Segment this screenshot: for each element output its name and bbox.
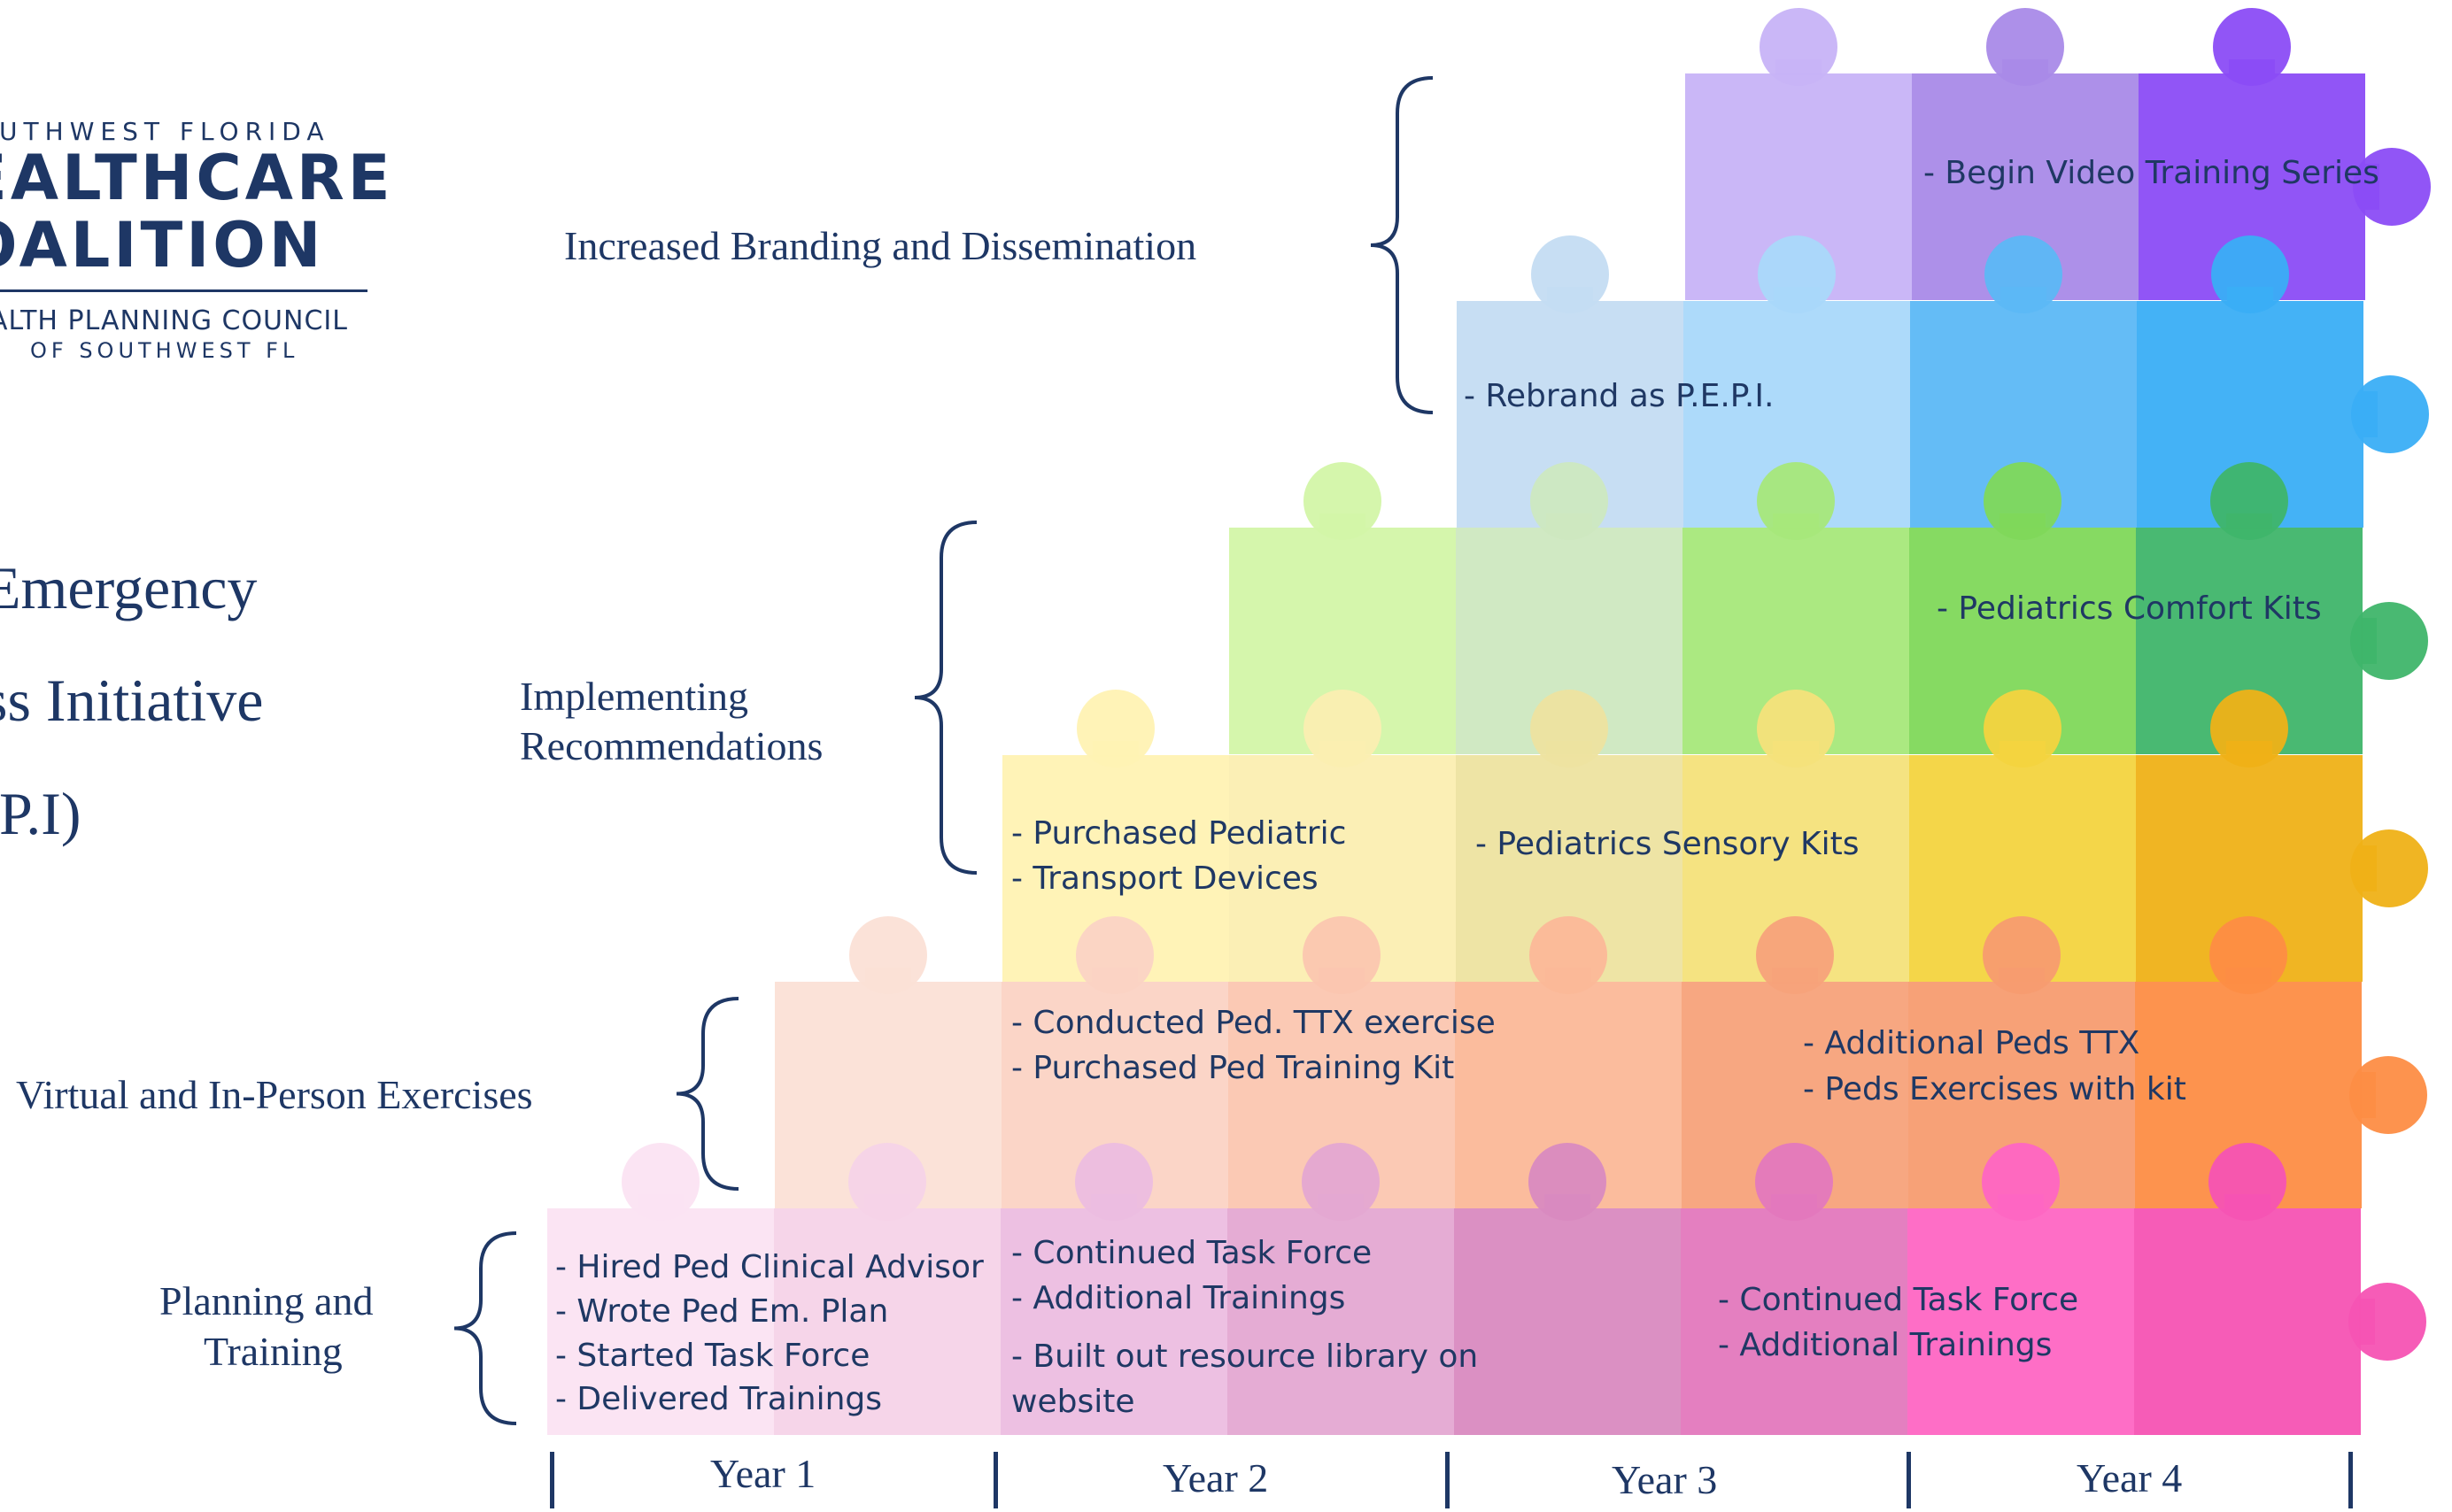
puzzle-tab-neck [1773, 513, 1819, 529]
note-comfort-kits: - Pediatrics Comfort Kits [1937, 590, 2322, 627]
note-transport-1: - Purchased Pediatric [1011, 815, 1347, 852]
puzzle-tab-neck [2363, 164, 2379, 210]
note-video-training: - Begin Video Training Series [1923, 155, 2379, 191]
year-divider [1907, 1452, 1911, 1508]
puzzle-tab-neck [2000, 513, 2046, 529]
puzzle-tab-neck [1774, 287, 1820, 303]
note-year2-1: - Continued Task Force [1011, 1235, 1373, 1271]
year-label-3: Year 3 [1612, 1457, 1718, 1502]
note-year3-2: - Additional Trainings [1718, 1327, 2053, 1363]
puzzle-tab-neck [1998, 1194, 2044, 1210]
puzzle-tab-neck [1091, 1194, 1137, 1210]
puzzle-tab-neck [2000, 287, 2046, 303]
puzzle-tab-neck [2360, 1072, 2376, 1118]
note-sensory-kits: - Pediatrics Sensory Kits [1475, 826, 1860, 862]
puzzle-tab-neck [1318, 1194, 1364, 1210]
puzzle-tab-neck [1547, 287, 1593, 303]
year-divider [550, 1452, 554, 1508]
puzzle-tab-neck [2362, 391, 2378, 437]
note-year1-2: - Wrote Ped Em. Plan [555, 1293, 889, 1330]
puzzle-piece [1454, 1208, 1681, 1435]
note-ttx-2: - Purchased Ped Training Kit [1011, 1050, 1455, 1086]
note-year2-2: - Additional Trainings [1011, 1280, 1346, 1316]
puzzle-piece [547, 1208, 774, 1435]
puzzle-tab-neck [1319, 741, 1365, 757]
puzzle-tab-neck [2000, 741, 2046, 757]
puzzle-tab-neck [1772, 968, 1818, 984]
title-line-1: Emergency [0, 554, 258, 621]
bracket-exercises [676, 997, 739, 1191]
title-line-2: ss Initiative [0, 667, 264, 734]
puzzle-tab-neck [2361, 618, 2377, 664]
puzzle-tab-neck [2361, 845, 2377, 891]
title-line-3: .P.I) [0, 780, 81, 847]
logo-line-4: ALTH PLANNING COUNCIL [0, 305, 348, 336]
note-year3-1: - Continued Task Force [1718, 1282, 2079, 1318]
category-planning-line-2: Training [204, 1329, 343, 1374]
year-label-2: Year 2 [1163, 1455, 1269, 1500]
year-divider [994, 1452, 998, 1508]
puzzle-piece [1227, 1208, 1454, 1435]
note-year1-4: - Delivered Trainings [555, 1381, 883, 1417]
category-implementing-line-1: Implementing [520, 674, 749, 719]
bracket-implementing [914, 521, 978, 875]
note-year1-1: - Hired Ped Clinical Advisor [555, 1249, 984, 1285]
puzzle-tab-neck [2002, 59, 2048, 75]
category-implementing-line-2: Recommendations [520, 723, 824, 768]
puzzle-tab-neck [1773, 741, 1819, 757]
note-rebrand: - Rebrand as P.E.P.I. [1464, 378, 1775, 414]
puzzle-tab-neck [1319, 968, 1365, 984]
note-transport-2: - Transport Devices [1011, 860, 1319, 897]
puzzle-tab-neck [1092, 968, 1138, 984]
year-divider [2348, 1452, 2353, 1508]
logo-line-3: OALITION [0, 209, 325, 282]
year-label-4: Year 4 [2077, 1455, 2183, 1500]
puzzle-tab-neck [864, 1194, 910, 1210]
puzzle-tab-neck [2226, 741, 2272, 757]
puzzle-tab-neck [1771, 1194, 1817, 1210]
category-branding: Increased Branding and Dissemination [564, 223, 1197, 268]
logo-line-2: EALTHCARE [0, 142, 394, 214]
note-year1-3: - Started Task Force [555, 1338, 870, 1374]
note-peds-ttx-2: - Peds Exercises with kit [1803, 1071, 2186, 1107]
puzzle-tab-neck [2227, 287, 2273, 303]
puzzle-tab-neck [1546, 513, 1592, 529]
logo-line-1: OUTHWEST FLORIDA [0, 117, 330, 146]
bracket-branding [1370, 76, 1434, 414]
puzzle-tab-neck [1545, 968, 1591, 984]
note-ttx-1: - Conducted Ped. TTX exercise [1011, 1005, 1496, 1041]
note-year2-3: - Built out resource library on [1011, 1338, 1479, 1375]
puzzle-piece [774, 1208, 1001, 1435]
puzzle-tab-neck [2225, 968, 2271, 984]
puzzle-tab-neck [2224, 1194, 2270, 1210]
puzzle-tab-neck [2359, 1299, 2375, 1345]
year-label-1: Year 1 [710, 1451, 816, 1496]
puzzle-tab-neck [1546, 741, 1592, 757]
puzzle-tab-neck [2229, 59, 2275, 75]
puzzle-tab-neck [1999, 968, 2045, 984]
year-divider [1445, 1452, 1450, 1508]
puzzle-tab-neck [865, 968, 911, 984]
note-year2-4: website [1011, 1384, 1135, 1420]
puzzle-piece [1001, 1208, 1227, 1435]
puzzle-piece [1681, 1208, 1907, 1435]
puzzle-tab-neck [1775, 59, 1822, 75]
puzzle-piece [1907, 1208, 2134, 1435]
puzzle-tab-neck [2226, 513, 2272, 529]
puzzle-tab-neck [1093, 741, 1139, 757]
puzzle-tab-neck [1544, 1194, 1590, 1210]
logo-line-5: OF SOUTHWEST FL [30, 338, 299, 363]
puzzle-piece [2134, 1208, 2361, 1435]
category-exercises: Virtual and In-Person Exercises [16, 1072, 533, 1117]
note-peds-ttx-1: - Additional Peds TTX [1803, 1025, 2140, 1061]
category-planning-line-1: Planning and [159, 1278, 374, 1323]
puzzle-tab-neck [638, 1194, 684, 1210]
puzzle-tab-neck [1319, 513, 1365, 529]
bracket-planning [453, 1231, 517, 1425]
logo-rule [0, 289, 367, 292]
